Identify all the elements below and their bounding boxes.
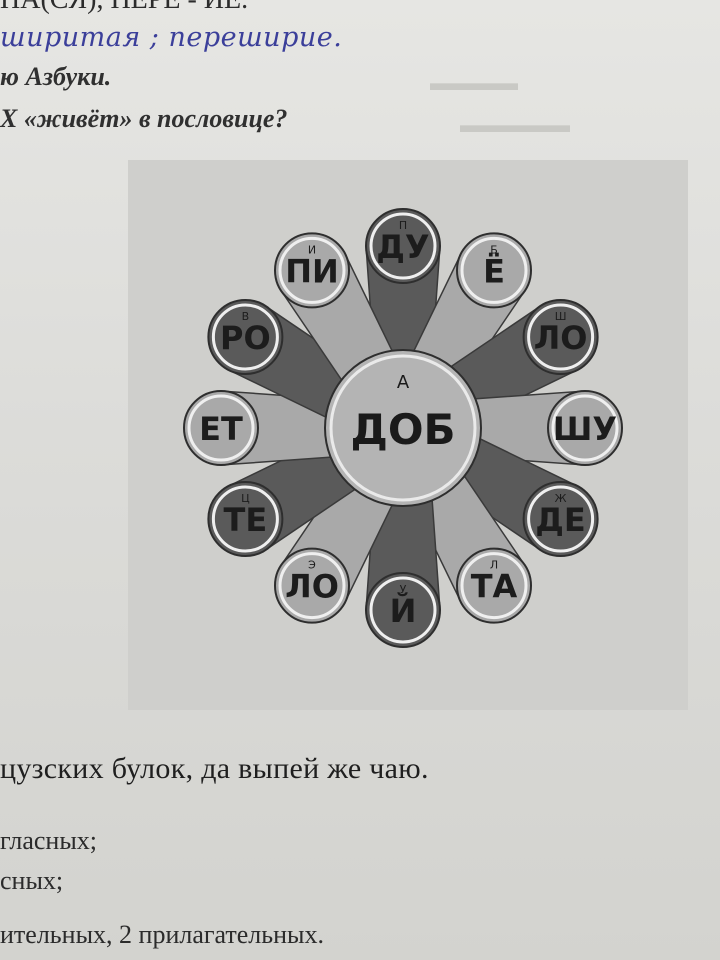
handwritten-answer: ширитая ; переширие. bbox=[0, 22, 343, 53]
petal-tip-ring bbox=[527, 303, 595, 371]
proverb-sentence: цузских булок, да выпей же чаю. bbox=[0, 752, 429, 785]
petal-letter-hint: Б bbox=[490, 243, 498, 256]
task-item-vowels: гласных; bbox=[0, 826, 98, 855]
petal-tip-ring bbox=[211, 303, 279, 371]
petal-letter-hint: И bbox=[308, 243, 316, 256]
petal-letter-hint: Э bbox=[308, 559, 316, 572]
petal-tip bbox=[522, 481, 599, 557]
petal-tip-ring bbox=[551, 394, 619, 462]
flower-center-ring bbox=[329, 354, 477, 502]
petal-tip bbox=[183, 390, 259, 466]
petal-letter-hint: Ш bbox=[555, 310, 567, 323]
petal-tip bbox=[274, 232, 350, 309]
petal-syllable: ЛО bbox=[534, 319, 588, 357]
petal-tip-ring bbox=[460, 552, 528, 620]
petal-tip bbox=[456, 232, 532, 309]
petal-letter-hint: Л bbox=[490, 559, 498, 572]
petal-syllable: ШУ bbox=[553, 410, 617, 448]
petal-letter-hint: Ц bbox=[241, 492, 250, 505]
petal-syllable: Ё bbox=[483, 252, 505, 290]
petal-tip-ring bbox=[369, 212, 437, 280]
bleed-through-text: ▬▬▬▬ bbox=[430, 70, 518, 95]
center-syllable: ДОБ bbox=[350, 405, 455, 454]
exercise-line-azbuka: ю Азбуки. bbox=[0, 62, 112, 91]
petal-letter-hint: У bbox=[400, 583, 407, 596]
petal-tip-ring bbox=[278, 236, 346, 304]
center-letter-hint: А bbox=[397, 372, 410, 393]
petal-syllable: ДЕ bbox=[535, 501, 585, 539]
petal-tip-ring bbox=[369, 576, 437, 644]
petal-syllable: РО bbox=[220, 319, 271, 357]
top-line: НА(СЯ), ПЕРЕ - ИЕ. bbox=[0, 0, 248, 16]
petal-tip bbox=[207, 299, 284, 375]
petal-tip bbox=[365, 572, 441, 648]
petal-syllable: ТА bbox=[471, 568, 518, 606]
task-item-parts-of-speech: ительных, 2 прилагательных. bbox=[0, 920, 325, 949]
petal-letter-hint: П bbox=[399, 219, 407, 232]
petal-tip bbox=[522, 299, 599, 375]
petal-syllable: ТЕ bbox=[224, 501, 268, 539]
petal-tip bbox=[456, 547, 532, 624]
petal-tip-ring bbox=[211, 485, 279, 553]
bleed-through-text: ▬▬▬▬▬ bbox=[460, 112, 570, 137]
petal-syllable: ЕТ bbox=[199, 410, 243, 448]
petal-tip-ring bbox=[460, 236, 528, 304]
petal-tip bbox=[547, 390, 623, 466]
task-item-consonants: сных; bbox=[0, 866, 64, 895]
petal-tip bbox=[207, 481, 284, 557]
petal-syllable: Й bbox=[390, 592, 417, 630]
petal-syllable: ЛО bbox=[285, 568, 339, 606]
petal-tip bbox=[274, 547, 350, 624]
petal-syllable: ДУ bbox=[376, 228, 429, 266]
petal-letter-hint: В bbox=[242, 310, 250, 323]
petal-letter-hint: Ж bbox=[555, 492, 567, 505]
petal-tip bbox=[365, 208, 441, 284]
petal-syllable: ПИ bbox=[285, 252, 339, 290]
petal-tip-ring bbox=[187, 394, 255, 462]
petal-tip-ring bbox=[527, 485, 595, 553]
petal-tip-ring bbox=[278, 552, 346, 620]
flower-center bbox=[324, 349, 482, 507]
exercise-question: Х «живёт» в пословице? bbox=[0, 104, 288, 133]
